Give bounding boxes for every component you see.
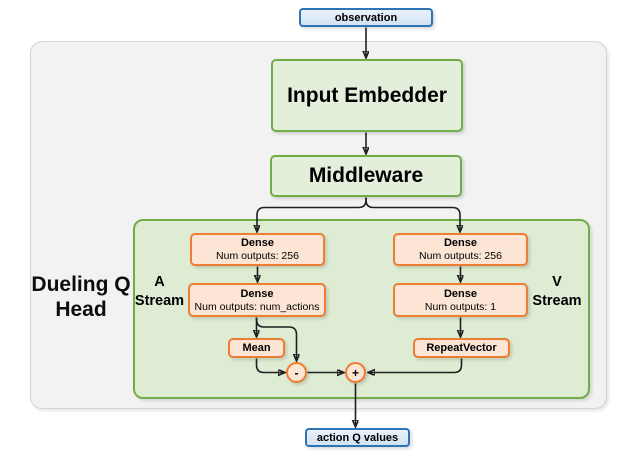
repeat-vector-node: RepeatVector [413, 338, 510, 358]
v-stream-dense1-subtitle: Num outputs: 256 [419, 250, 502, 262]
observation-label: observation [334, 11, 398, 24]
input-embedder-label: Input Embedder [287, 83, 447, 107]
v-stream-dense2-title: Dense [443, 287, 478, 300]
v-stream-dense2-node: Dense Num outputs: 1 [393, 283, 528, 317]
mean-node: Mean [228, 338, 285, 358]
v-stream-label-line1: V [552, 274, 562, 290]
a-stream-label: A Stream [132, 273, 187, 311]
middleware-label: Middleware [308, 164, 424, 187]
v-stream-label-line2: Stream [532, 293, 582, 309]
action-q-values-node: action Q values [305, 428, 410, 447]
a-stream-dense2-subtitle: Num outputs: num_actions [194, 300, 320, 313]
add-operator-label: + [351, 365, 359, 380]
a-stream-dense1-title: Dense [240, 237, 275, 249]
a-stream-dense1-subtitle: Num outputs: 256 [216, 250, 299, 262]
repeat-vector-label: RepeatVector [426, 342, 497, 354]
a-stream-dense2-title: Dense [240, 287, 274, 300]
subtract-operator-node: - [286, 362, 307, 383]
a-stream-label-line1: A [154, 274, 165, 290]
observation-node: observation [299, 8, 433, 27]
a-stream-dense1-node: Dense Num outputs: 256 [190, 233, 325, 266]
dueling-q-head-label-line2: Head [55, 298, 107, 321]
v-stream-dense1-node: Dense Num outputs: 256 [393, 233, 528, 266]
action-q-values-label: action Q values [316, 431, 399, 444]
add-operator-node: + [345, 362, 366, 383]
a-stream-label-line2: Stream [134, 293, 185, 309]
v-stream-dense1-title: Dense [443, 237, 478, 249]
v-stream-label: V Stream [529, 273, 585, 311]
input-embedder-node: Input Embedder [271, 59, 463, 132]
v-stream-dense2-subtitle: Num outputs: 1 [424, 300, 497, 313]
subtract-operator-label: - [294, 365, 299, 380]
middleware-node: Middleware [270, 155, 462, 197]
mean-label: Mean [242, 342, 271, 354]
dueling-q-head-label: Dueling Q Head [20, 272, 142, 322]
dueling-q-head-label-line1: Dueling Q [31, 273, 131, 296]
a-stream-dense2-node: Dense Num outputs: num_actions [188, 283, 326, 317]
